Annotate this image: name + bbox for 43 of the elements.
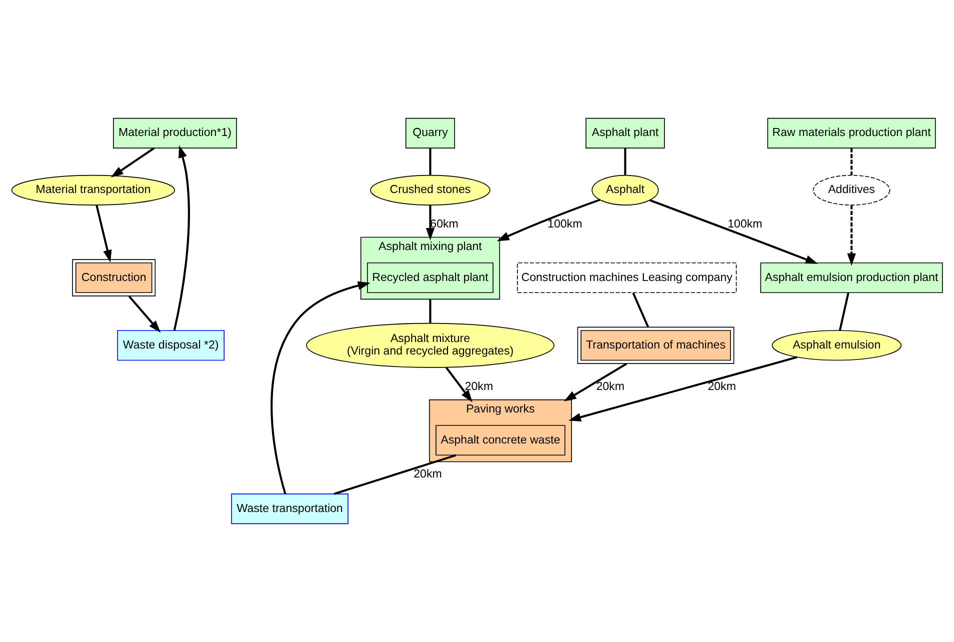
node-box: Construction machines Leasing company xyxy=(516,262,737,294)
arrow xyxy=(426,205,435,240)
node-box: Recycled asphalt plant xyxy=(367,262,494,294)
arrow xyxy=(173,145,190,331)
node-box: Asphalt plant xyxy=(586,118,665,148)
node-ellipse: Additives xyxy=(812,174,890,206)
arrow xyxy=(270,281,370,494)
node-ellipse: Asphalt emulsion xyxy=(772,330,902,361)
node-box: Material production*1) xyxy=(113,118,237,148)
edge-label: 20km xyxy=(414,468,442,481)
arrow xyxy=(96,204,112,262)
arrow xyxy=(110,147,155,178)
node-box: Asphalt emulsion production plant xyxy=(760,262,943,294)
edge-label: 100km xyxy=(728,218,762,231)
connector xyxy=(850,148,853,175)
connector xyxy=(838,292,850,331)
node-box: Asphalt concrete waste xyxy=(436,424,566,456)
edge-label: 60km xyxy=(430,218,458,231)
connector xyxy=(632,292,649,328)
node-box: Quarry xyxy=(405,118,456,148)
node-box: Raw materials production plant xyxy=(767,118,936,148)
connector xyxy=(624,148,626,175)
edge-label: 100km xyxy=(548,218,582,231)
edge-label: 20km xyxy=(708,381,736,394)
arrow xyxy=(568,356,798,422)
node-ellipse: Material transportation xyxy=(11,174,176,206)
node-ellipse: Asphalt xyxy=(592,174,659,206)
arrow xyxy=(128,296,161,333)
arrow xyxy=(650,199,818,264)
node-box: Waste disposal *2) xyxy=(117,330,225,361)
arrow xyxy=(564,362,628,402)
connector xyxy=(429,148,432,175)
edge-label: 20km xyxy=(596,381,624,394)
node-box: Transportation of machines xyxy=(577,326,734,364)
arrow xyxy=(446,366,472,402)
node-box: Waste transportation xyxy=(231,494,348,524)
connector xyxy=(429,299,432,323)
node-ellipse: Asphalt mixture (Virgin and recycled aggregates) xyxy=(306,322,554,368)
node-ellipse: Crushed stones xyxy=(370,174,490,206)
arrow xyxy=(496,198,600,242)
node-box: Construction xyxy=(72,259,156,296)
edge-label: 20km xyxy=(464,381,494,394)
arrow xyxy=(847,205,856,266)
